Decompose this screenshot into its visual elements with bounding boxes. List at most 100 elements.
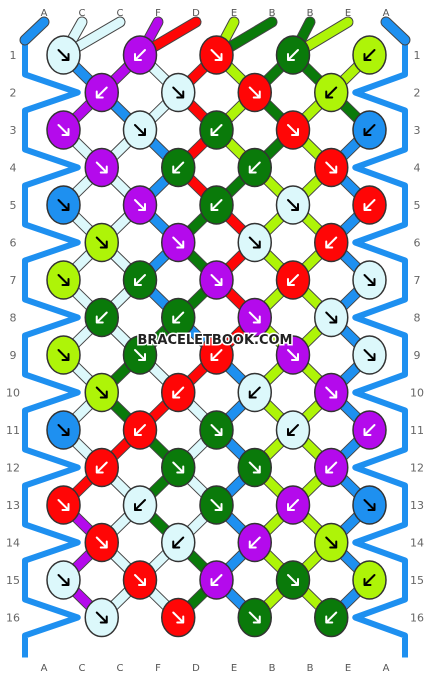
knot-arrow-icon <box>287 49 299 61</box>
bottom-string-label: A <box>41 663 48 674</box>
top-string-label: E <box>345 8 351 19</box>
knot-arrow-icon <box>57 499 70 511</box>
knot-arrow-icon <box>325 311 338 324</box>
knot-arrow-icon <box>287 349 299 361</box>
knot-arrow-icon <box>172 536 185 549</box>
knot-arrow-icon <box>57 574 70 586</box>
row-number-right: 12 <box>410 462 424 475</box>
knot-arrow-icon <box>363 499 376 511</box>
row-number-left: 8 <box>10 312 17 325</box>
knot-arrow-icon <box>248 311 261 324</box>
knot-arrow-icon <box>325 236 338 249</box>
knot-arrow-icon <box>57 424 70 436</box>
knot-arrow-icon <box>363 124 376 136</box>
top-thread <box>381 17 410 45</box>
knot-arrow-icon <box>95 461 108 474</box>
edge-thread <box>22 43 81 658</box>
knot-arrow-icon <box>287 274 299 286</box>
top-thread <box>20 17 49 45</box>
knot-arrow-icon <box>287 424 299 436</box>
knot-arrow-icon <box>57 274 70 286</box>
knot-arrow-icon <box>325 611 338 624</box>
knot-arrow-icon <box>210 124 223 136</box>
row-number-left: 1 <box>10 49 17 62</box>
knot-arrow-icon <box>95 611 108 624</box>
knot-arrow-icon <box>172 161 185 174</box>
knot-arrow-icon <box>248 236 261 249</box>
knot-arrow-icon <box>172 386 185 399</box>
knot-arrow-icon <box>248 161 261 174</box>
knot-arrow-icon <box>363 574 376 586</box>
knot-arrow-icon <box>172 611 185 624</box>
knot-arrow-icon <box>363 424 376 436</box>
knot-arrow-icon <box>325 386 338 399</box>
row-number-left: 15 <box>6 574 20 587</box>
bottom-string-label: C <box>79 663 86 674</box>
row-number-right: 8 <box>414 312 421 325</box>
knot-arrow-icon <box>210 49 223 61</box>
knot-arrow-icon <box>134 199 146 211</box>
knot-arrow-icon <box>210 349 223 361</box>
knot-arrow-icon <box>248 461 261 474</box>
knot-arrow-icon <box>210 424 223 436</box>
knot-arrow-icon <box>287 574 299 586</box>
bottom-string-label: B <box>307 663 314 674</box>
knot-arrow-icon <box>248 611 261 624</box>
knot-arrow-icon <box>57 199 70 211</box>
knot-arrow-icon <box>287 499 299 511</box>
knot-arrow-icon <box>57 349 70 361</box>
bottom-string-label: B <box>269 663 276 674</box>
row-number-left: 6 <box>10 237 17 250</box>
knot-arrow-icon <box>134 424 146 436</box>
row-number-left: 13 <box>6 499 20 512</box>
row-number-right: 13 <box>410 499 424 512</box>
knot-arrow-icon <box>363 349 376 361</box>
row-number-right: 7 <box>414 274 421 287</box>
top-string-label: A <box>383 8 390 19</box>
knot-arrow-icon <box>57 124 70 136</box>
knot-arrow-icon <box>95 236 108 249</box>
knot-arrow-icon <box>210 274 223 286</box>
top-string-label: E <box>231 8 237 19</box>
row-number-left: 2 <box>10 87 17 100</box>
top-string-label: F <box>155 8 161 19</box>
row-number-left: 11 <box>6 424 20 437</box>
knot-arrow-icon <box>210 199 223 211</box>
row-number-left: 12 <box>6 462 20 475</box>
knot-arrow-icon <box>172 86 185 99</box>
top-string-label: B <box>269 8 276 19</box>
top-string-label: C <box>117 8 124 19</box>
knot-arrow-icon <box>134 274 146 286</box>
knot-arrow-icon <box>325 461 338 474</box>
row-number-right: 9 <box>414 349 421 362</box>
knot-arrow-icon <box>287 124 299 136</box>
row-number-left: 7 <box>10 274 17 287</box>
knot-arrow-icon <box>287 199 299 211</box>
edge-threads <box>20 43 410 658</box>
row-number-right: 15 <box>410 574 424 587</box>
row-number-left: 16 <box>6 612 20 625</box>
top-string-label: A <box>41 8 48 19</box>
knot-arrow-icon <box>95 536 108 549</box>
knot-arrow-icon <box>363 274 376 286</box>
row-number-right: 11 <box>410 424 424 437</box>
knot-arrow-icon <box>134 124 146 136</box>
knot-arrow-icon <box>95 386 108 399</box>
row-number-right: 16 <box>410 612 424 625</box>
knot-arrow-icon <box>57 49 70 61</box>
bottom-string-label: F <box>155 663 161 674</box>
knot-arrow-icon <box>134 349 146 361</box>
row-number-left: 14 <box>6 537 20 550</box>
knot-arrow-icon <box>172 311 185 324</box>
row-number-left: 3 <box>10 124 17 137</box>
knot-arrow-icon <box>248 386 261 399</box>
knot-arrow-icon <box>325 161 338 174</box>
knot-arrow-icon <box>95 86 108 99</box>
bottom-string-label: E <box>345 663 351 674</box>
row-number-right: 14 <box>410 537 424 550</box>
row-number-right: 5 <box>414 199 421 212</box>
bottom-string-label: D <box>192 663 200 674</box>
